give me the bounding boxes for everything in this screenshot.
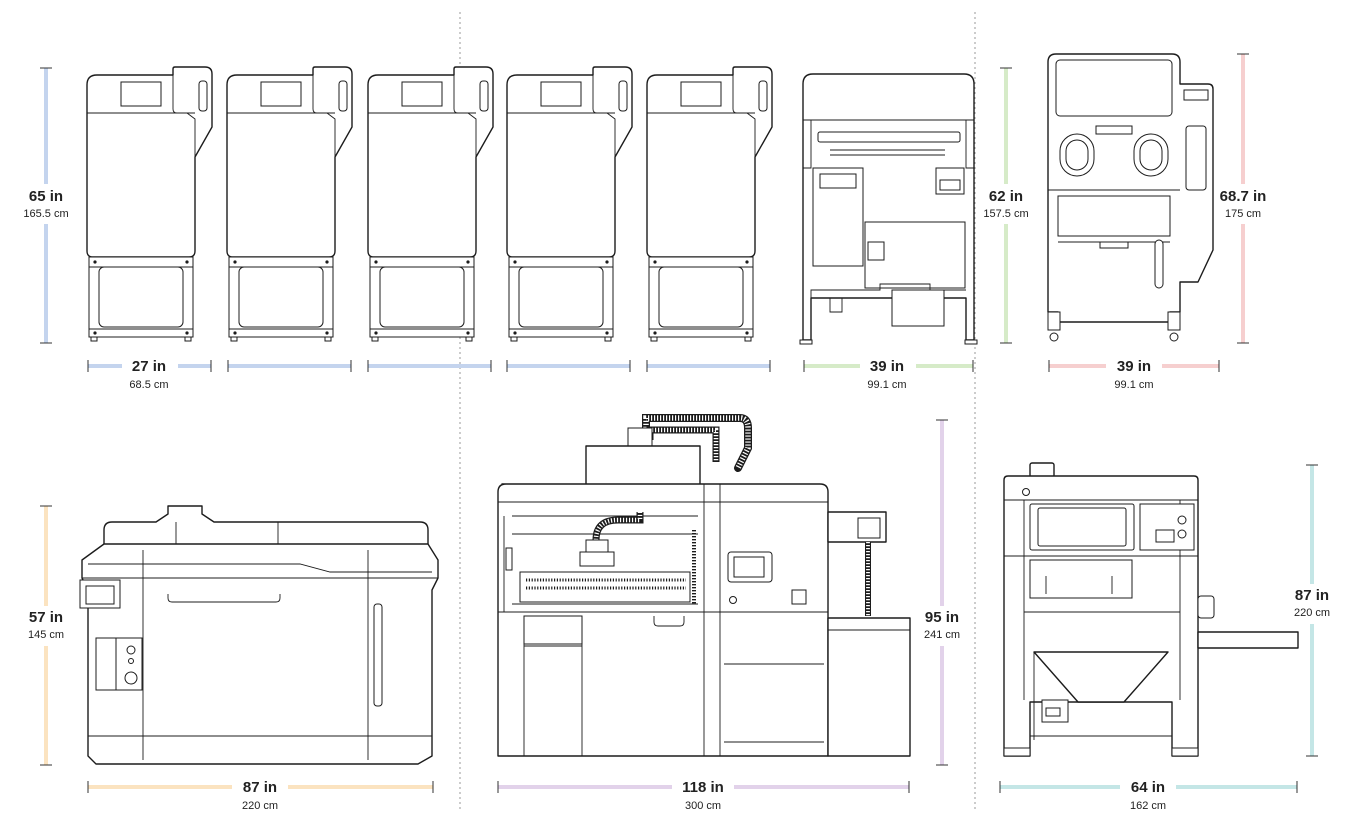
printer-3 [367, 66, 494, 342]
depowder-width-cm: 162 cm [1130, 800, 1166, 812]
printer-5 [646, 66, 773, 342]
large-height-in: 57 in [29, 609, 63, 626]
powder-width-in: 118 in [682, 779, 724, 796]
depowder-height-cm: 220 cm [1294, 607, 1330, 619]
printer-1 [86, 66, 213, 342]
wash-height-cm: 157.5 cm [983, 208, 1028, 220]
printers-height-cm: 165.5 cm [23, 208, 68, 220]
cure-height-in: 68.7 in [1220, 188, 1267, 205]
depowder-unit-drawing [1003, 462, 1299, 757]
printers-width-cm: 68.5 cm [129, 379, 168, 391]
cure-width-in: 39 in [1117, 358, 1151, 375]
printer-4 [506, 66, 633, 342]
large-width-in: 87 in [243, 779, 277, 796]
wash-width-in: 39 in [870, 358, 904, 375]
depowder-width-in: 64 in [1131, 779, 1165, 796]
powder-height-in: 95 in [925, 609, 959, 626]
cure-unit-drawing [1047, 53, 1214, 342]
wash-width-cm: 99.1 cm [867, 379, 906, 391]
large-printer-drawing [79, 505, 439, 765]
large-height-cm: 145 cm [28, 629, 64, 641]
cure-height-cm: 175 cm [1225, 208, 1261, 220]
wash-unit-drawing [799, 73, 978, 345]
powder-width-cm: 300 cm [685, 800, 721, 812]
printers-width-in: 27 in [132, 358, 166, 375]
wash-height-in: 62 in [989, 188, 1023, 205]
printers-height-in: 65 in [29, 188, 63, 205]
depowder-height-in: 87 in [1295, 587, 1329, 604]
powder-system-drawing [497, 414, 911, 757]
large-width-cm: 220 cm [242, 800, 278, 812]
printer-2 [226, 66, 353, 342]
printer-width-bars [87, 360, 771, 372]
cure-width-cm: 99.1 cm [1114, 379, 1153, 391]
powder-height-cm: 241 cm [924, 629, 960, 641]
